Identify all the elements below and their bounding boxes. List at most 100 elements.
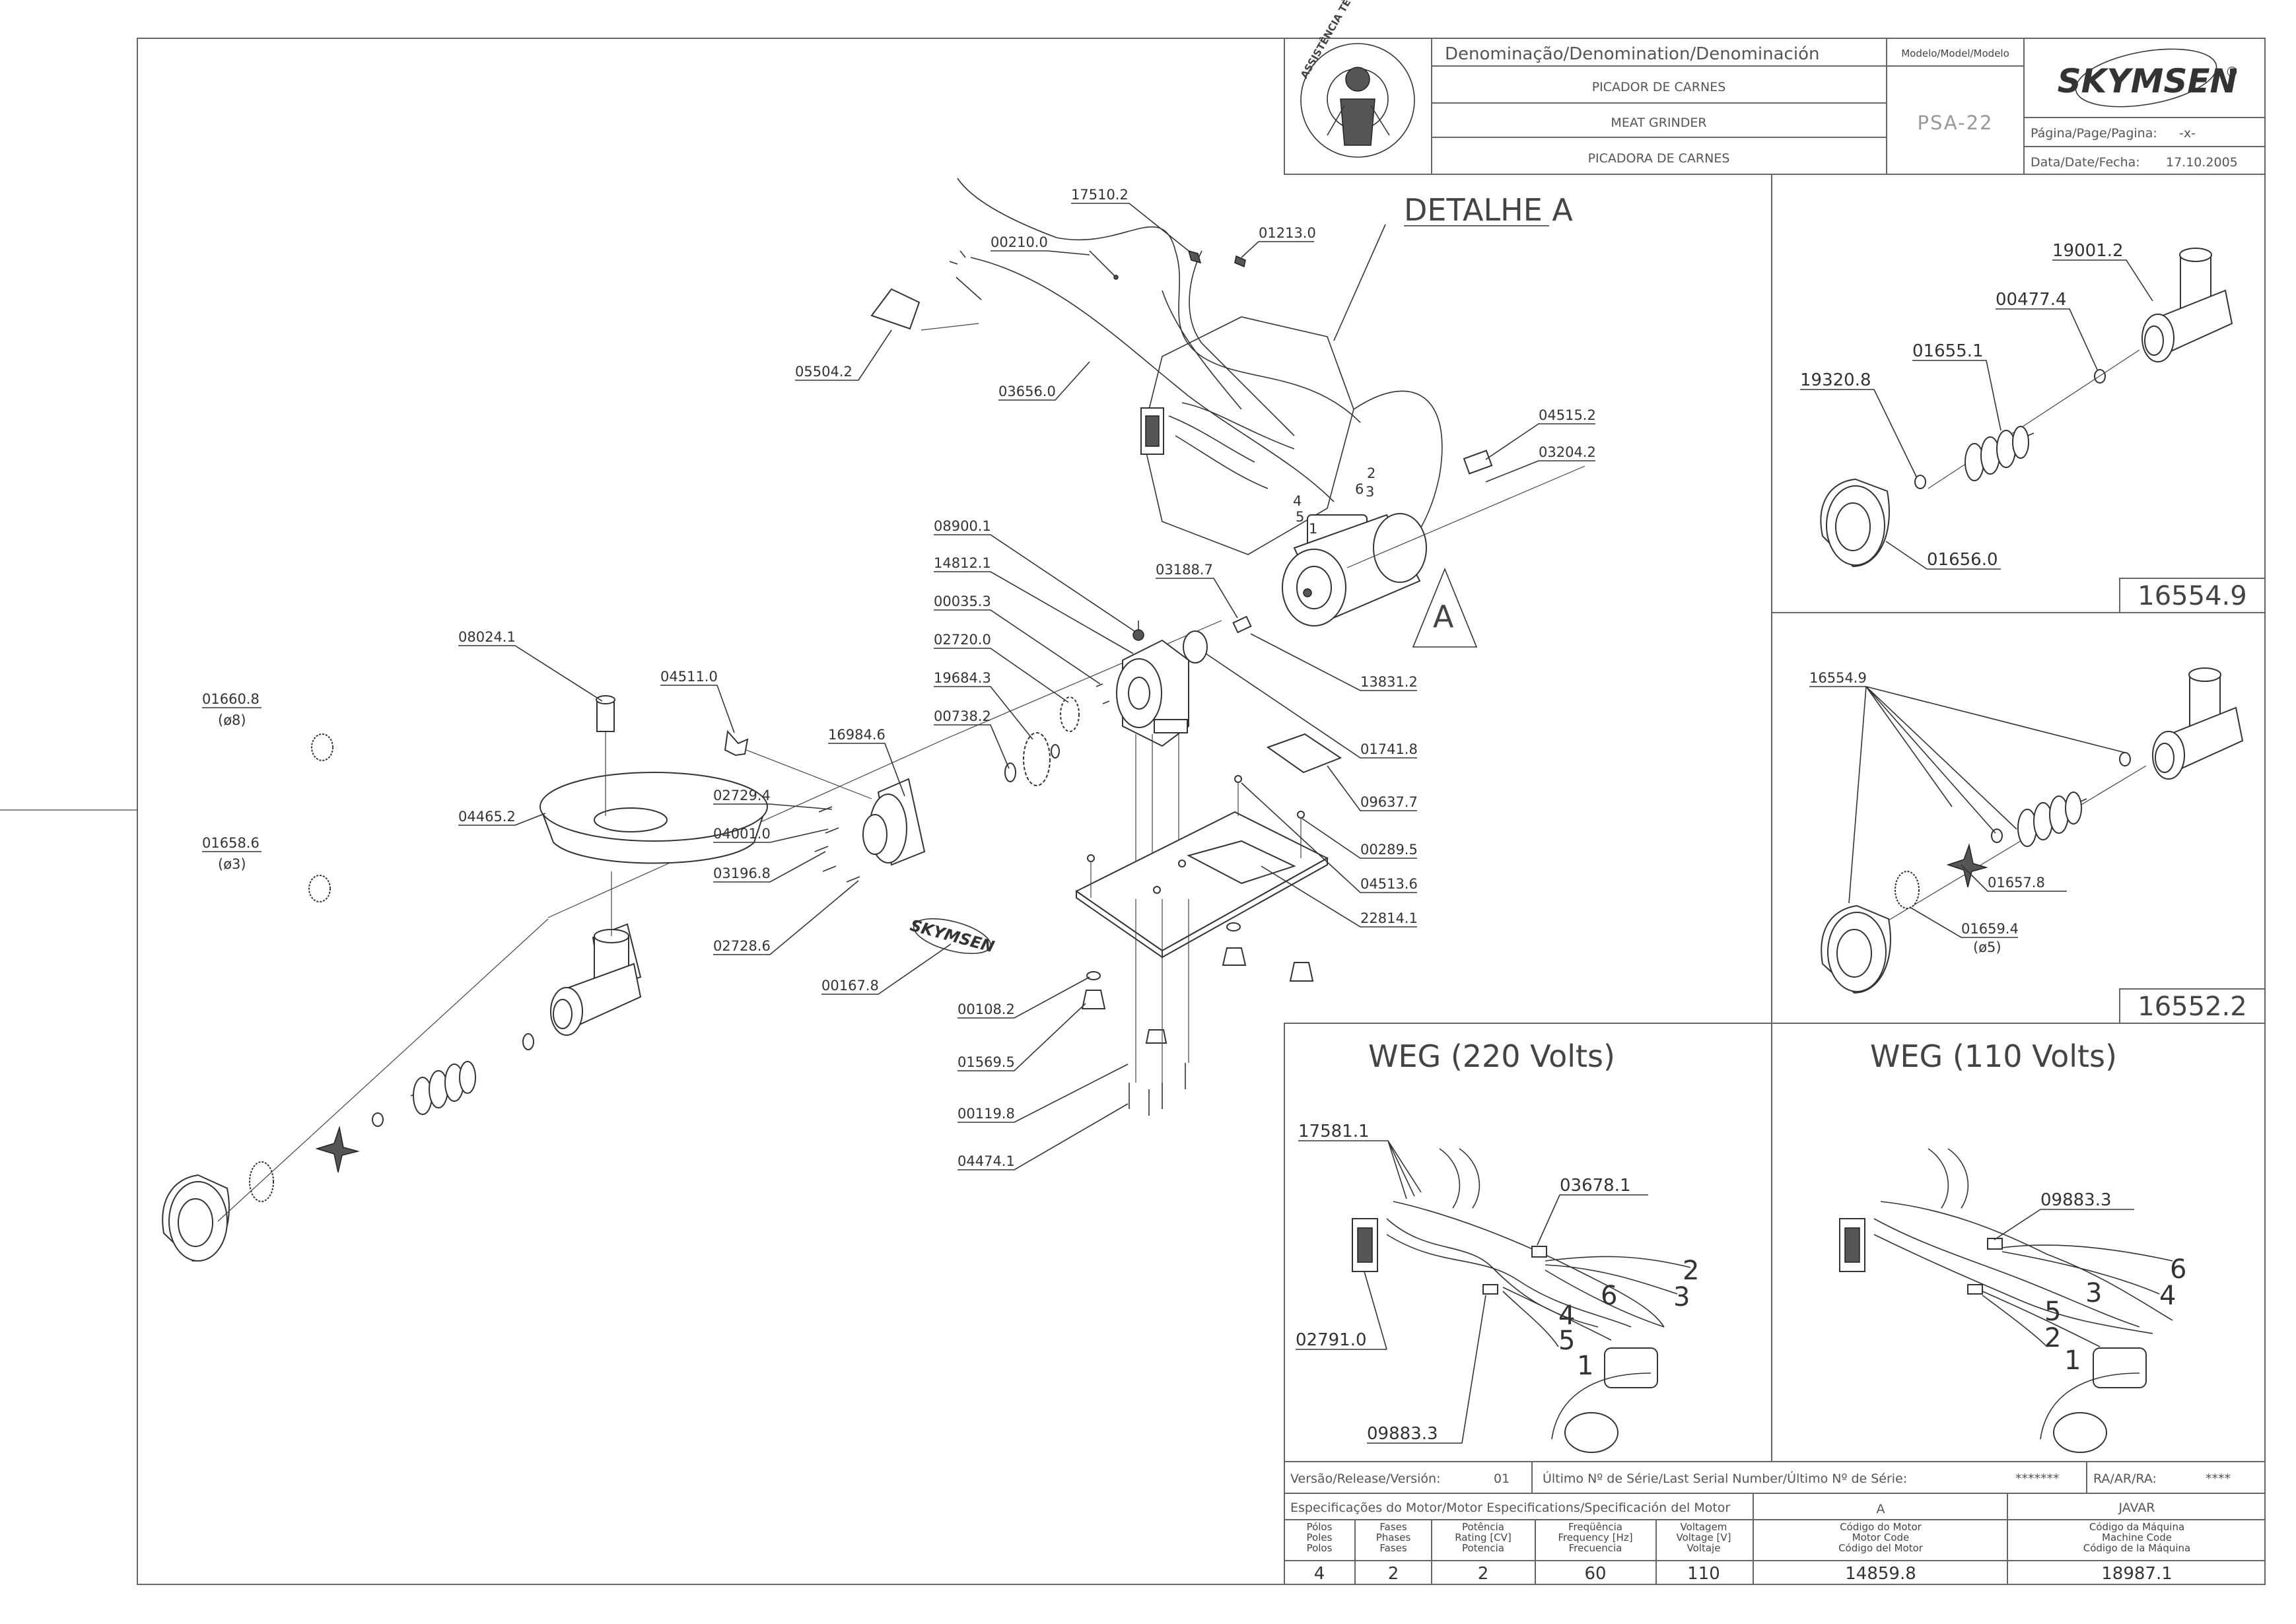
- callout-00108-2: 00108.2: [957, 1001, 1015, 1017]
- badge-text: SKYMSEN: [908, 916, 996, 957]
- svg-text:2: 2: [1367, 465, 1375, 481]
- svg-text:Rating [CV]: Rating [CV]: [1455, 1532, 1512, 1543]
- kit-b-screw: [2017, 792, 2087, 847]
- wing-nut: [724, 729, 749, 757]
- capacitor-cover: [1463, 450, 1493, 475]
- title-block: ASSISTÊNCIA TÉCNICA AUTORIZADA Denominaç…: [1284, 0, 2266, 175]
- callout-14812-1: 14812.1: [934, 555, 991, 571]
- callout-08900-1: 08900.1: [934, 518, 991, 534]
- motor-letter: A: [1877, 1502, 1885, 1516]
- svg-text:Frequency [Hz]: Frequency [Hz]: [1558, 1532, 1632, 1543]
- callout-04513-6: 04513.6: [1360, 876, 1418, 892]
- grinder-body: [550, 871, 642, 1036]
- callout-00738-2: 00738.2: [934, 708, 991, 724]
- authorized-technical-assistance-seal: ASSISTÊNCIA TÉCNICA AUTORIZADA: [1298, 0, 1415, 158]
- callout-08024-1: 08024.1: [458, 629, 516, 645]
- svg-text:5: 5: [2044, 1297, 2061, 1327]
- serial-value: *******: [2015, 1472, 2060, 1486]
- callout-03188-7: 03188.7: [1156, 562, 1213, 578]
- version-value: 01: [1494, 1472, 1510, 1486]
- kit-b-callout-01659-4: 01659.4: [1961, 921, 2019, 937]
- large-gear: [1023, 732, 1051, 786]
- date-value: 17.10.2005: [2166, 155, 2238, 170]
- weg-220-title: WEG (220 Volts): [1368, 1038, 1615, 1074]
- kit-a-body: [2141, 248, 2233, 362]
- label-plate: [1266, 733, 1342, 774]
- callout-00210-0: 00210.0: [991, 234, 1048, 250]
- name-spanish: PICADORA DE CARNES: [1588, 151, 1730, 166]
- detail-a-outline: [1142, 316, 1354, 555]
- motor: [1282, 450, 1585, 626]
- ra-value: ****: [2206, 1472, 2231, 1486]
- callout-01658-6: 01658.6: [202, 835, 260, 851]
- main-callouts: 17510.2 01213.0 00210.0 05504.2 03656.0 …: [202, 187, 1596, 1170]
- model-header: Modelo/Model/Modelo: [1901, 48, 2009, 59]
- callout-02720-0: 02720.0: [934, 632, 991, 648]
- callout-01569-5: 01569.5: [957, 1054, 1015, 1070]
- svg-text:Motor Code: Motor Code: [1852, 1532, 1910, 1543]
- svg-text:Freqüência: Freqüência: [1568, 1521, 1622, 1533]
- callout-03204-2: 03204.2: [1539, 444, 1596, 460]
- svg-text:3: 3: [1366, 484, 1374, 500]
- callout-22814-1: 22814.1: [1360, 910, 1418, 926]
- serial-label: Último Nº de Série/Last Serial Number/Úl…: [1543, 1470, 1907, 1486]
- svg-text:Potência: Potência: [1462, 1521, 1504, 1533]
- svg-text:Machine Code: Machine Code: [2102, 1532, 2172, 1543]
- connector: [1187, 250, 1202, 264]
- machine-code-value: 18987.1: [2101, 1564, 2173, 1584]
- svg-text:1: 1: [1577, 1351, 1593, 1381]
- name-english: MEAT GRINDER: [1611, 116, 1706, 130]
- phases-value: 2: [1388, 1564, 1399, 1584]
- svg-text:4: 4: [1558, 1301, 1575, 1331]
- callout-01213-0: 01213.0: [1259, 225, 1316, 241]
- denomination-header: Denominação/Denomination/Denominación: [1445, 44, 1819, 64]
- callout-00167-8: 00167.8: [821, 978, 879, 994]
- svg-text:2: 2: [1683, 1256, 1699, 1286]
- skymsen-logo: SKYMSEN ®: [2058, 48, 2239, 108]
- svg-text:Pólos: Pólos: [1307, 1521, 1333, 1533]
- callout-02728-6: 02728.6: [713, 938, 771, 954]
- kit-a-callout-01656-0: 01656.0: [1927, 550, 1998, 570]
- weg-110-wire-numbers: 6 3 4 5 2 1: [2044, 1254, 2186, 1376]
- page-value: -x-: [2179, 126, 2196, 141]
- kit-a-callout-19320-8: 19320.8: [1800, 370, 1871, 390]
- kit-b-callout-16554-9: 16554.9: [1809, 670, 1867, 686]
- svg-text:3: 3: [2085, 1278, 2102, 1308]
- ra-label: RA/AR/RA:: [2093, 1472, 2157, 1486]
- callout-01658-6-size: (ø3): [218, 856, 246, 872]
- svg-text:Voltagem: Voltagem: [1681, 1521, 1727, 1533]
- feed-tray: [539, 695, 768, 864]
- svg-text:Poles: Poles: [1307, 1532, 1333, 1543]
- kit-16554-drawing: 19001.2 00477.4 01655.1 19320.8 01656.0 …: [1800, 241, 2266, 613]
- label-tag: [870, 288, 921, 330]
- callout-01660-8-size: (ø8): [218, 712, 246, 728]
- svg-text:Fases: Fases: [1379, 1521, 1407, 1533]
- callout-04465-2: 04465.2: [458, 809, 516, 825]
- svg-text:6: 6: [2170, 1254, 2186, 1285]
- svg-text:6: 6: [1355, 481, 1364, 497]
- kit-16552-drawing: 16554.9 01657.8 01659.4 (ø5) 16552.2: [1809, 667, 2266, 1024]
- weg-220-callout-03678-1: 03678.1: [1560, 1176, 1631, 1196]
- kit-b-callout-size: (ø5): [1973, 939, 2001, 955]
- svg-text:Frecuencia: Frecuencia: [1569, 1542, 1622, 1554]
- svg-text:Código de la Máquina: Código de la Máquina: [2083, 1542, 2190, 1554]
- callout-00035-3: 00035.3: [934, 593, 991, 609]
- lock-ring: [162, 1174, 230, 1262]
- weg-220-wire-numbers: 2 6 3 4 5 1: [1558, 1256, 1699, 1381]
- svg-text:6: 6: [1601, 1281, 1617, 1311]
- kit-b-body: [2152, 667, 2244, 780]
- kit-a-callout-19001-2: 19001.2: [2052, 241, 2124, 261]
- brand-name: SKYMSEN: [2058, 62, 2238, 100]
- gearbox-housing: [1116, 621, 1189, 747]
- svg-text:3: 3: [1673, 1282, 1690, 1312]
- callout-02729-4: 02729.4: [713, 788, 771, 803]
- small-gear: [1060, 696, 1080, 732]
- callout-01741-8: 01741.8: [1360, 741, 1418, 757]
- drawing-border: [137, 38, 2266, 1585]
- kit-b-code: 16552.2: [2138, 992, 2246, 1022]
- svg-text:Voltaje: Voltaje: [1687, 1542, 1721, 1554]
- detail-a-wire-numbers: 2 3 4 6 5 1: [1293, 465, 1375, 537]
- callout-00289-5: 00289.5: [1360, 842, 1418, 858]
- callout-16984-6: 16984.6: [828, 727, 886, 743]
- kit-a-code: 16554.9: [2138, 581, 2246, 611]
